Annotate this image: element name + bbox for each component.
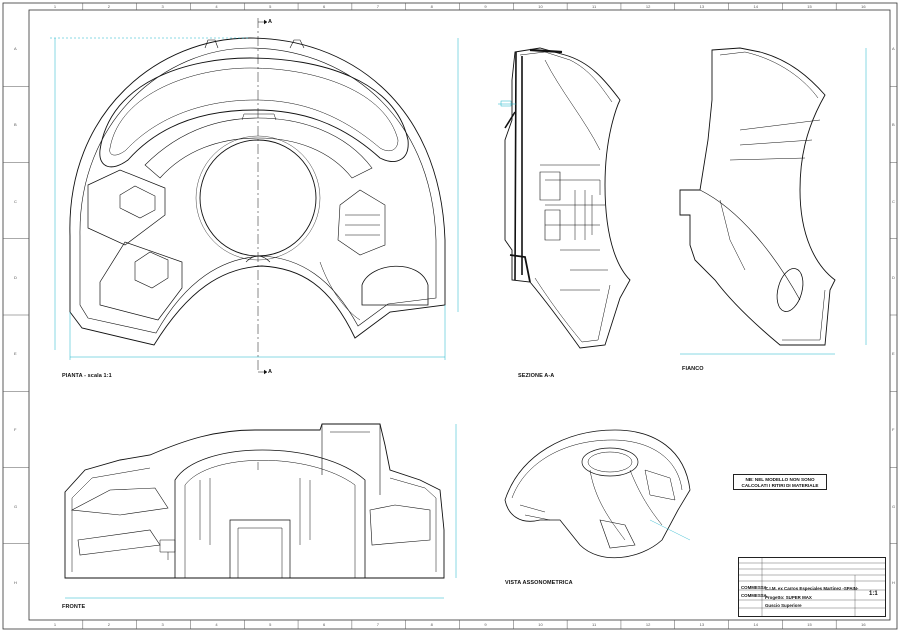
zone-number-top-5: 5 [269,4,272,9]
zone-number-bottom-11: 11 [592,622,597,627]
zone-number-top-4: 4 [215,4,218,9]
zone-letter-left-F: F [14,427,17,433]
section-marker-top: A [268,19,273,25]
company-short-1: COMMESSA [741,585,767,590]
plan-dimensions [50,37,459,360]
front-view [64,423,445,579]
title-block: COMMESSA COMMESSA C.I.M. ex Carros Espec… [738,557,886,617]
zone-number-top-6: 6 [322,4,326,9]
zone-number-bottom-7: 7 [376,622,380,627]
zone-number-top-11: 11 [592,4,597,9]
zone-number-bottom-6: 6 [322,622,326,627]
company-short-2: COMMESSA [741,593,767,598]
zone-letter-left-H: H [14,579,17,585]
zone-number-bottom-1: 1 [53,622,57,627]
side-view-label: FIANCO [682,366,704,372]
zone-number-top-3: 3 [161,4,164,9]
zone-number-top-7: 7 [376,4,380,9]
zone-number-top-14: 14 [753,4,758,9]
zone-number-bottom-3: 3 [161,622,164,627]
plan-view-label: PIANTA - scala 1:1 [62,373,112,379]
zone-letter-right-H: H [892,579,895,585]
zone-letter-right-E: E [892,351,895,357]
zone-number-bottom-9: 9 [484,622,487,627]
zone-number-top-2: 2 [107,4,110,9]
zone-number-top-8: 8 [430,4,433,9]
zone-letter-right-B: B [892,122,895,128]
sheet-frame-inner [28,9,891,621]
company-name: C.I.M. ex Carros Especiales Martinez -SP… [765,586,859,591]
zone-number-bottom-8: 8 [430,622,433,627]
iso-view-label: VISTA ASSONOMETRICA [505,580,573,586]
front-dimensions [65,424,457,599]
zone-number-top-16: 16 [861,4,866,9]
zone-letter-left-B: B [14,122,17,128]
note-line-2: CALCOLATI I RITIRI DI MATERIALE [741,483,819,488]
zone-number-top-9: 9 [484,4,487,9]
iso-callout [649,519,691,541]
zone-letter-right-C: C [892,198,895,204]
section-dimensions [498,100,516,107]
zone-letter-right-G: G [892,503,896,509]
zone-number-bottom-14: 14 [753,622,758,627]
side-dimensions [680,48,867,355]
plan-view [69,37,446,346]
zone-letter-left-C: C [14,198,17,204]
zone-letter-left-E: E [14,351,17,357]
zone-number-bottom-10: 10 [538,622,543,627]
section-line-a-a [257,18,268,375]
section-marker-bottom: A [268,369,273,375]
note-line-1: NB: NEL MODELLO NON SONO [745,477,815,482]
zone-letter-left-G: G [14,503,18,509]
zone-number-bottom-13: 13 [699,622,705,627]
section-view-label: SEZIONE A-A [518,373,555,379]
zone-letter-right-D: D [892,274,895,280]
zone-number-top-1: 1 [53,4,57,9]
front-view-label: FRONTE [62,604,86,610]
zone-number-top-12: 12 [645,4,651,9]
scale-value: 1:1 [869,591,878,597]
iso-view [504,429,691,559]
zone-number-bottom-15: 15 [807,622,812,627]
project-label: Progetto: SUPER MAX [765,595,812,600]
zone-number-bottom-16: 16 [861,622,866,627]
zone-number-bottom-12: 12 [645,622,651,627]
title-block-lines [738,557,886,617]
zone-number-bottom-2: 2 [107,622,110,627]
zone-letter-left-D: D [14,274,17,280]
zone-number-bottom-5: 5 [269,622,272,627]
zone-letter-left-A: A [14,46,17,52]
zone-number-bottom-4: 4 [215,622,218,627]
zone-letter-right-A: A [892,46,895,52]
zone-number-top-10: 10 [538,4,543,9]
section-view [504,47,631,349]
material-shrink-note: NB: NEL MODELLO NON SONO CALCOLATI I RIT… [733,474,827,490]
zone-number-top-13: 13 [699,4,705,9]
zone-number-top-15: 15 [807,4,812,9]
zone-ticks [3,3,897,629]
zone-letter-right-F: F [892,427,895,433]
part-name: Guscio Superiore [765,603,802,608]
side-view [679,47,836,346]
